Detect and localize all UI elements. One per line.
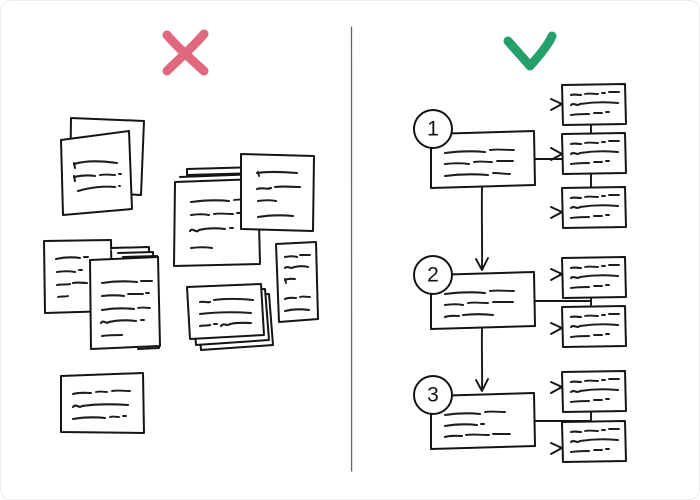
- flow-step-1-badge[interactable]: 1: [413, 109, 453, 149]
- check-mark-icon: [503, 31, 557, 71]
- flow-step-1-output-1[interactable]: [561, 83, 627, 126]
- flow-step-3-box[interactable]: [430, 392, 536, 450]
- flow-step-3-number: 3: [427, 384, 439, 407]
- document-5-stack: [186, 283, 274, 351]
- flow-step-1-output-3[interactable]: [561, 186, 627, 229]
- flow-step-2-number: 2: [427, 264, 439, 287]
- document-3: [240, 153, 315, 232]
- flow-step-2-output-1[interactable]: [561, 256, 627, 299]
- document-4-front: [89, 256, 161, 350]
- flow-step-1-box[interactable]: [430, 130, 536, 189]
- document-6: [275, 241, 319, 323]
- arrow-step2-to-step3: [475, 328, 489, 392]
- document-1-front: [60, 130, 133, 216]
- cross-mark-icon: [162, 29, 209, 76]
- flow-step-3-badge[interactable]: 3: [413, 375, 453, 415]
- flow-step-3-output-1[interactable]: [561, 370, 627, 413]
- flow-step-2-badge[interactable]: 2: [413, 255, 453, 295]
- flow-step-1-number: 1: [427, 118, 439, 141]
- arrow-step1-to-step2: [475, 187, 489, 271]
- document-7: [60, 372, 145, 434]
- flow-step-2-box[interactable]: [430, 271, 536, 330]
- flow-step-1-output-2[interactable]: [561, 132, 627, 175]
- flow-step-3-output-2[interactable]: [561, 420, 627, 463]
- flow-step-2-output-2[interactable]: [561, 305, 627, 348]
